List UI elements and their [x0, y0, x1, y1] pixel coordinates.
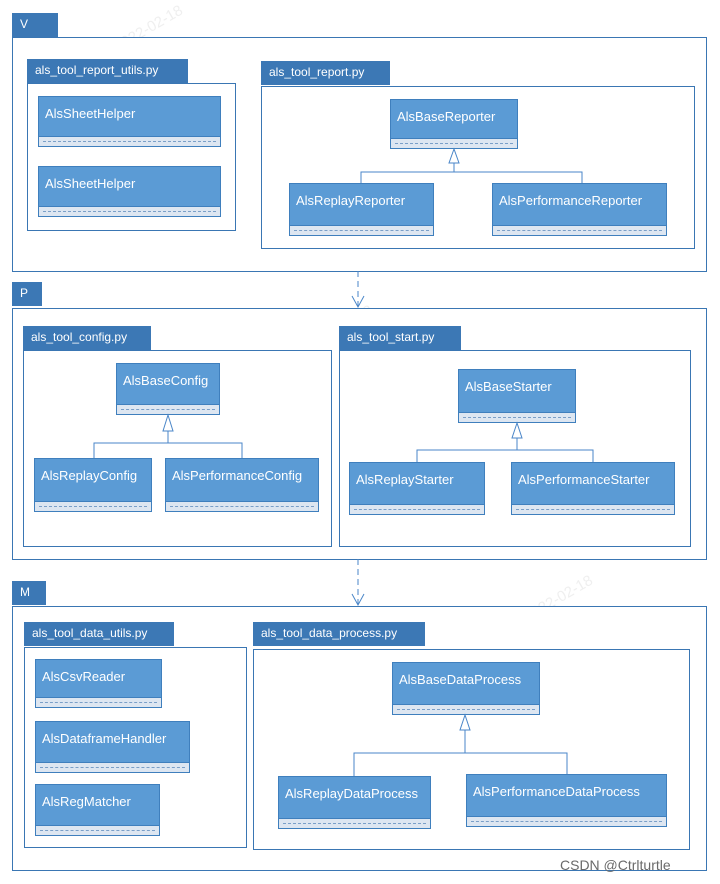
inheritance-line-starters — [416, 438, 594, 462]
class-reg-matcher[interactable]: AlsRegMatcher — [35, 784, 160, 836]
class-name: AlsBaseStarter — [465, 379, 552, 394]
class-compartment — [459, 412, 575, 422]
class-name: AlsPerformanceStarter — [518, 472, 650, 487]
class-name: AlsReplayReporter — [296, 193, 406, 208]
class-replay-starter[interactable]: AlsReplayStarter — [349, 462, 485, 515]
layer-tab-p: P — [12, 282, 42, 306]
class-name: AlsReplayDataProcess — [285, 786, 418, 801]
class-name: AlsDataframeHandler — [42, 731, 167, 746]
class-base-config[interactable]: AlsBaseConfig — [116, 363, 220, 415]
class-name: AlsPerformanceConfig — [172, 468, 303, 483]
inheritance-line-data-process — [353, 730, 568, 776]
class-compartment — [393, 704, 539, 714]
credit-text: CSDN @Ctrlturtle — [560, 857, 671, 873]
class-compartment — [35, 501, 151, 511]
module-tab-report-utils: als_tool_report_utils.py — [27, 59, 188, 83]
class-replay-data-process[interactable]: AlsReplayDataProcess — [278, 776, 431, 829]
inheritance-line-reporters — [360, 163, 583, 183]
class-replay-reporter[interactable]: AlsReplayReporter — [289, 183, 434, 236]
inheritance-arrow-reporters — [448, 147, 460, 164]
class-performance-reporter[interactable]: AlsPerformanceReporter — [492, 183, 667, 236]
class-compartment — [39, 206, 220, 216]
class-compartment — [350, 504, 484, 514]
class-compartment — [467, 816, 666, 826]
class-name: AlsPerformanceDataProcess — [473, 784, 640, 799]
layer-tab-m: M — [12, 581, 46, 605]
class-base-data-process[interactable]: AlsBaseDataProcess — [392, 662, 540, 715]
class-sheet-helper-2[interactable]: AlsSheetHelper — [38, 166, 221, 217]
class-compartment — [493, 225, 666, 235]
layer-tab-v: V — [12, 13, 58, 37]
module-tab-data-utils: als_tool_data_utils.py — [24, 622, 174, 646]
class-name: AlsCsvReader — [42, 669, 126, 684]
module-tab-data-process: als_tool_data_process.py — [253, 622, 425, 646]
module-tab-start: als_tool_start.py — [339, 326, 461, 350]
class-dataframe-handler[interactable]: AlsDataframeHandler — [35, 721, 190, 773]
class-performance-data-process[interactable]: AlsPerformanceDataProcess — [466, 774, 667, 827]
class-compartment — [36, 762, 189, 772]
class-name: AlsBaseConfig — [123, 373, 209, 388]
class-compartment — [117, 404, 219, 414]
class-sheet-helper-1[interactable]: AlsSheetHelper — [38, 96, 221, 147]
class-name: AlsRegMatcher — [42, 794, 131, 809]
class-compartment — [166, 501, 318, 511]
module-tab-report: als_tool_report.py — [261, 61, 390, 85]
class-name: AlsReplayConfig — [41, 468, 138, 483]
inheritance-arrow-configs — [162, 413, 174, 432]
module-tab-config: als_tool_config.py — [23, 326, 151, 350]
class-name: AlsReplayStarter — [356, 472, 454, 487]
dependency-arrow-p-m — [351, 593, 365, 607]
class-name: AlsPerformanceReporter — [499, 193, 643, 208]
class-compartment — [39, 136, 220, 146]
class-compartment — [279, 818, 430, 828]
class-name: AlsSheetHelper — [45, 176, 136, 191]
class-compartment — [290, 225, 433, 235]
class-performance-config[interactable]: AlsPerformanceConfig — [165, 458, 319, 512]
inheritance-line-configs — [93, 431, 243, 458]
class-base-reporter[interactable]: AlsBaseReporter — [390, 99, 518, 149]
class-base-starter[interactable]: AlsBaseStarter — [458, 369, 576, 423]
class-name: AlsBaseReporter — [397, 109, 496, 124]
class-csv-reader[interactable]: AlsCsvReader — [35, 659, 162, 708]
class-performance-starter[interactable]: AlsPerformanceStarter — [511, 462, 675, 515]
class-compartment — [391, 138, 517, 148]
inheritance-arrow-starters — [511, 421, 523, 439]
inheritance-arrow-data-process — [459, 713, 471, 731]
dependency-arrow-v-p — [351, 295, 365, 309]
class-replay-config[interactable]: AlsReplayConfig — [34, 458, 152, 512]
class-compartment — [512, 504, 674, 514]
class-compartment — [36, 697, 161, 707]
class-name: AlsSheetHelper — [45, 106, 136, 121]
class-compartment — [36, 825, 159, 835]
class-name: AlsBaseDataProcess — [399, 672, 522, 687]
